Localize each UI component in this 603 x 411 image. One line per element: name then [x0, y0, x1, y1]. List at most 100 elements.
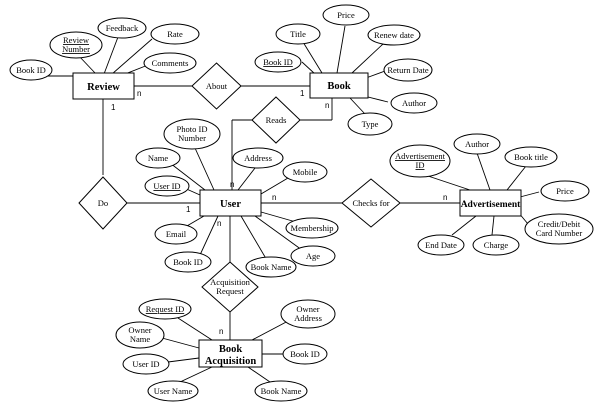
- entity-book-acquisition-line2: Acquisition: [205, 356, 257, 367]
- relationship-checks-for-label: Checks for: [352, 198, 389, 208]
- svg-text:Number: Number: [62, 44, 90, 54]
- attr-book-return-date: Return Date: [383, 58, 433, 82]
- attr-review-book-id: Book ID: [9, 59, 53, 81]
- attr-user-age: Age: [290, 245, 336, 267]
- card-review-do: 1: [111, 103, 116, 112]
- card-user-acq: n: [217, 219, 221, 228]
- attr-adv-author: Author: [453, 133, 501, 155]
- cardinality-labels: n 1 1 n n 1 n n n n: [111, 89, 447, 336]
- attr-book-price: Price: [322, 4, 370, 26]
- svg-text:Request ID: Request ID: [146, 304, 184, 314]
- svg-text:Book ID: Book ID: [290, 349, 320, 359]
- relationship-acquisition-request[interactable]: Acquisition Request: [201, 261, 259, 313]
- svg-text:Author: Author: [465, 139, 489, 149]
- attr-owner-name: Owner Name: [115, 321, 165, 349]
- svg-text:Number: Number: [178, 133, 206, 143]
- attr-photo-id-number: Photo ID Number: [163, 118, 221, 150]
- svg-text:Price: Price: [337, 10, 355, 20]
- svg-text:Renew date: Renew date: [374, 30, 414, 40]
- relationship-do[interactable]: Do: [78, 176, 128, 230]
- attr-adv-charge: Charge: [472, 234, 520, 256]
- attr-book-author: Author: [390, 92, 438, 114]
- attr-user-address: Address: [232, 147, 284, 169]
- entity-review-label: Review: [87, 82, 120, 93]
- attr-feedback: Feedback: [97, 17, 147, 39]
- attr-rate: Rate: [150, 23, 200, 45]
- attr-user-mobile: Mobile: [282, 161, 328, 183]
- card-user-checks: n: [272, 193, 276, 202]
- svg-text:Photo ID: Photo ID: [177, 124, 208, 134]
- svg-text:Address: Address: [294, 313, 322, 323]
- attr-user-email: Email: [154, 223, 198, 245]
- svg-text:Advertisement: Advertisement: [395, 151, 446, 161]
- relationship-about[interactable]: About: [191, 62, 242, 110]
- svg-text:Owner: Owner: [128, 325, 151, 335]
- svg-text:Credit/Debit: Credit/Debit: [538, 219, 581, 229]
- attr-request-id: Request ID: [138, 298, 192, 320]
- relationship-acquisition-request-line2: Request: [216, 286, 244, 296]
- attr-book-book-id: Book ID: [254, 51, 302, 73]
- entity-book[interactable]: Book: [309, 72, 369, 99]
- svg-text:Membership: Membership: [291, 223, 334, 233]
- entity-book-acquisition[interactable]: Book Acquisition: [198, 339, 263, 368]
- relationship-do-label: Do: [98, 198, 108, 208]
- svg-text:Owner: Owner: [296, 304, 319, 314]
- svg-text:ID: ID: [416, 160, 425, 170]
- svg-text:Book title: Book title: [514, 152, 548, 162]
- entity-advertisement-label: Advertisement: [461, 200, 521, 210]
- svg-text:Comments: Comments: [152, 58, 189, 68]
- attr-adv-end-date: End Date: [417, 234, 465, 256]
- card-acq-bookacq: n: [219, 327, 223, 336]
- svg-text:User ID: User ID: [153, 181, 180, 191]
- svg-text:End Date: End Date: [425, 240, 457, 250]
- attr-adv-credit-debit: Credit/Debit Card Number: [524, 213, 594, 245]
- svg-text:Age: Age: [306, 251, 320, 261]
- svg-text:Name: Name: [130, 334, 151, 344]
- svg-text:Email: Email: [166, 229, 187, 239]
- svg-text:Name: Name: [148, 153, 169, 163]
- attr-acq-book-id: Book ID: [282, 343, 328, 365]
- card-checks-adv: n: [443, 193, 447, 202]
- attr-acq-user-name: User Name: [147, 380, 199, 402]
- attr-book-renew-date: Renew date: [367, 24, 421, 46]
- svg-text:Title: Title: [290, 29, 306, 39]
- svg-text:Address: Address: [244, 153, 272, 163]
- attr-user-membership: Membership: [285, 217, 339, 239]
- attr-user-name: Name: [135, 147, 181, 169]
- entity-user-label: User: [220, 199, 241, 210]
- attr-acq-book-name: Book Name: [254, 380, 308, 402]
- card-review-about: n: [137, 89, 141, 98]
- entity-user[interactable]: User: [199, 189, 262, 217]
- attr-review-number: Review Number: [49, 31, 103, 59]
- svg-text:Rate: Rate: [167, 29, 183, 39]
- relationship-checks-for[interactable]: Checks for: [341, 178, 401, 228]
- relationship-reads-label: Reads: [266, 115, 287, 125]
- attr-acq-user-id: User ID: [122, 353, 170, 375]
- entity-review[interactable]: Review: [72, 72, 135, 100]
- relationship-reads[interactable]: Reads: [251, 96, 301, 144]
- attr-user-book-id: Book ID: [164, 251, 212, 273]
- svg-text:User ID: User ID: [132, 359, 159, 369]
- relationship-acquisition-request-line1: Acquisition: [210, 277, 250, 287]
- svg-text:Book Name: Book Name: [261, 386, 302, 396]
- svg-text:Review: Review: [63, 35, 90, 45]
- card-about-book: 1: [300, 89, 305, 98]
- svg-text:Book Name: Book Name: [251, 262, 292, 272]
- attr-owner-address: Owner Address: [280, 299, 336, 329]
- svg-text:Author: Author: [402, 98, 426, 108]
- svg-text:Book ID: Book ID: [173, 257, 203, 267]
- attr-comments: Comments: [143, 52, 197, 74]
- attr-advertisement-id: Advertisement ID: [389, 144, 451, 178]
- card-do-user: 1: [186, 205, 191, 214]
- attr-adv-price: Price: [540, 180, 590, 202]
- svg-text:Book ID: Book ID: [16, 65, 46, 75]
- svg-text:Return Date: Return Date: [387, 65, 429, 75]
- svg-text:Type: Type: [362, 119, 379, 129]
- card-reads-user: n: [230, 180, 234, 189]
- svg-text:User Name: User Name: [154, 386, 193, 396]
- attr-user-id: User ID: [144, 175, 190, 197]
- entity-advertisement[interactable]: Advertisement: [459, 189, 522, 217]
- connector-lines: [48, 25, 540, 383]
- card-book-reads: n: [325, 101, 329, 110]
